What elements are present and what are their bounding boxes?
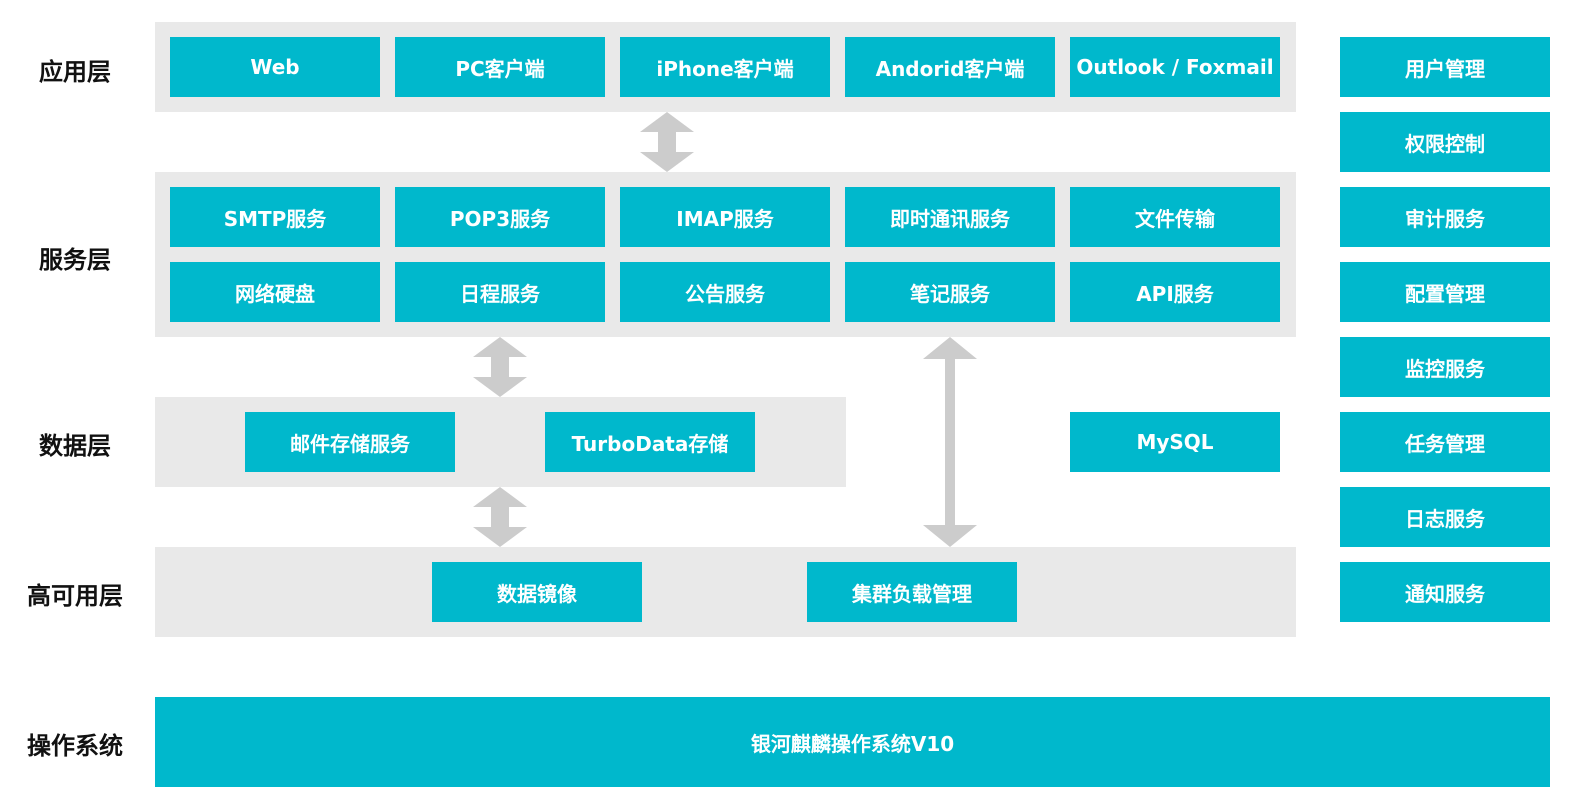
os-bar: 银河麒麟操作系统V10 <box>155 697 1550 787</box>
layer-label-service: 服务层 <box>39 246 111 274</box>
side-monitor-service: 监控服务 <box>1340 337 1550 397</box>
service-pop3: POP3服务 <box>395 187 605 247</box>
data-mysql: MySQL <box>1070 412 1280 472</box>
double-arrow-icon <box>473 337 527 397</box>
side-config-management: 配置管理 <box>1340 262 1550 322</box>
data-turbodata-storage: TurboData存储 <box>545 412 755 472</box>
app-web: Web <box>170 37 380 97</box>
layer-label-ha: 高可用层 <box>27 582 123 610</box>
service-imap: IMAP服务 <box>620 187 830 247</box>
side-user-management: 用户管理 <box>1340 37 1550 97</box>
service-calendar: 日程服务 <box>395 262 605 322</box>
app-outlook-foxmail: Outlook / Foxmail <box>1070 37 1280 97</box>
layer-label-os: 操作系统 <box>27 732 123 760</box>
service-im: 即时通讯服务 <box>845 187 1055 247</box>
side-notification-service: 通知服务 <box>1340 562 1550 622</box>
app-pc-client: PC客户端 <box>395 37 605 97</box>
service-api: API服务 <box>1070 262 1280 322</box>
app-android-client: Andorid客户端 <box>845 37 1055 97</box>
service-netdisk: 网络硬盘 <box>170 262 380 322</box>
side-log-service: 日志服务 <box>1340 487 1550 547</box>
ha-cluster-load: 集群负载管理 <box>807 562 1017 622</box>
data-mail-storage: 邮件存储服务 <box>245 412 455 472</box>
double-arrow-icon <box>640 112 694 172</box>
service-notes: 笔记服务 <box>845 262 1055 322</box>
ha-data-mirror: 数据镜像 <box>432 562 642 622</box>
layer-label-app: 应用层 <box>39 58 111 86</box>
service-file-transfer: 文件传输 <box>1070 187 1280 247</box>
double-arrow-icon <box>473 487 527 547</box>
service-smtp: SMTP服务 <box>170 187 380 247</box>
ha-layer-panel <box>155 547 1296 637</box>
service-notice: 公告服务 <box>620 262 830 322</box>
app-iphone-client: iPhone客户端 <box>620 37 830 97</box>
side-task-management: 任务管理 <box>1340 412 1550 472</box>
long-double-arrow-icon <box>923 337 977 547</box>
side-audit-service: 审计服务 <box>1340 187 1550 247</box>
layer-label-data: 数据层 <box>39 432 111 460</box>
side-permission-control: 权限控制 <box>1340 112 1550 172</box>
